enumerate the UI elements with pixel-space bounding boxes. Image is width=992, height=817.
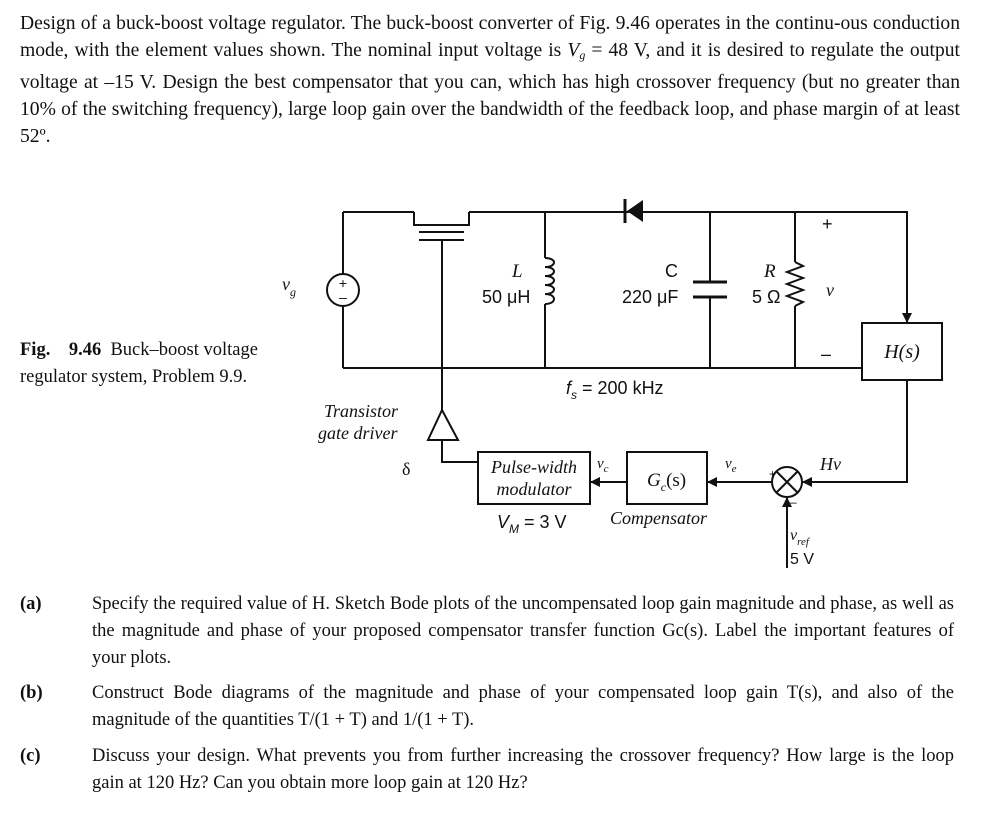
part-b-label: (b) <box>20 683 43 703</box>
compensator-block <box>626 451 708 505</box>
figure-caption: Fig. 9.46 Buck–boost voltage regulator s… <box>20 337 270 391</box>
output-plus: + <box>822 214 833 234</box>
gate-driver <box>426 407 460 441</box>
capacitor-value: 220 μF <box>622 287 678 307</box>
duty-cycle-label: δ <box>402 459 410 479</box>
part-a-label: (a) <box>20 594 42 614</box>
output-voltage-label: v <box>826 280 834 300</box>
compensator-tf-label: Gc(s) <box>647 470 686 494</box>
pwm-label-1: Pulse-width <box>490 457 577 477</box>
gate-driver-label-2: gate driver <box>318 423 398 443</box>
input-voltage-source: + – <box>326 273 360 307</box>
source-plus: + <box>339 275 347 291</box>
resistor <box>784 261 806 307</box>
inductor-value: 50 μH <box>482 287 530 307</box>
resistor-value: 5 Ω <box>752 287 780 307</box>
problem-text-2: = 48 V, and it is desired to regulate th… <box>20 40 960 147</box>
sum-plus-sign: + <box>769 467 776 481</box>
vg-subscript: g <box>579 48 586 62</box>
control-signal-label: vc <box>597 456 609 475</box>
sum-minus-sign: – <box>790 495 797 509</box>
reference-label: vref <box>790 527 811 548</box>
sensor-gain-block <box>861 322 943 381</box>
capacitor <box>693 280 727 299</box>
problem-statement: Design of a buck-boost voltage regulator… <box>20 10 960 150</box>
gate-driver-label-1: Transistor <box>324 401 399 421</box>
caption-fig-word: Fig. <box>20 340 51 360</box>
error-signal-label: ve <box>725 456 737 475</box>
switching-frequency: fs = 200 kHz <box>566 378 664 402</box>
part-c-label: (c) <box>20 746 41 766</box>
vg-label: vg <box>282 274 296 299</box>
summing-junction <box>771 466 812 507</box>
part-b-text: Construct Bode diagrams of the magnitude… <box>92 683 954 730</box>
output-minus: – <box>821 344 831 364</box>
pwm-label-2: modulator <box>496 479 572 499</box>
caption-fig-number: 9.46 <box>68 340 102 360</box>
capacitor-label: C <box>665 261 678 281</box>
feedback-signal-label: Hv <box>819 454 841 474</box>
circuit-wires <box>342 211 908 568</box>
vg-symbol: V <box>567 40 580 61</box>
resistor-label: R <box>763 261 776 282</box>
part-a-text: Specify the required value of H. Sketch … <box>92 594 954 668</box>
compensator-label: Compensator <box>610 508 708 528</box>
reference-value: 5 V <box>790 551 814 568</box>
part-c-text: Discuss your design. What prevents you f… <box>92 746 954 793</box>
source-minus: – <box>339 289 347 305</box>
pwm-ramp-voltage: VM = 3 V <box>497 512 567 536</box>
pwm-block <box>477 451 591 505</box>
diode <box>623 199 643 223</box>
problem-text-1: Design of a buck-boost voltage regulator… <box>20 13 960 61</box>
sensor-gain-label: H(s) <box>883 341 920 363</box>
inductor-label: L <box>511 261 523 282</box>
caption-text: Buck–boost voltage regulator system, Pro… <box>20 340 258 387</box>
inductor <box>544 257 555 305</box>
